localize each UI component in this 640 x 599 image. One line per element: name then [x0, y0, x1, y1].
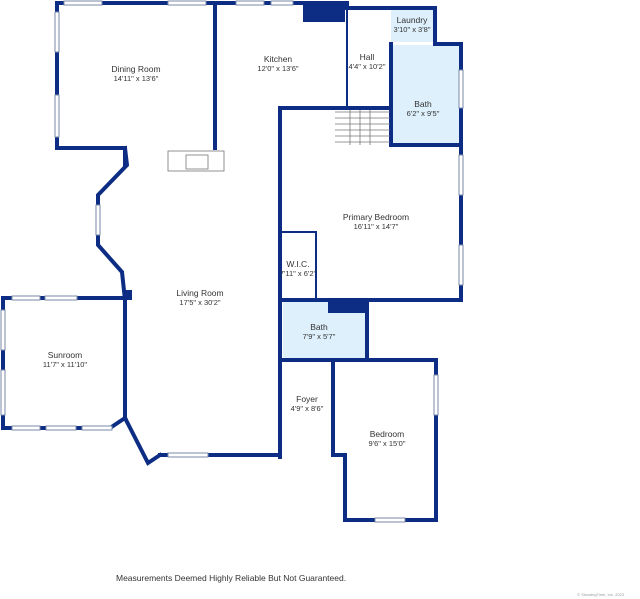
room-dims: 3'10" x 3'8" — [394, 25, 431, 34]
room-dims: 7'11" x 6'2" — [280, 269, 317, 278]
room-dims: 17'5" x 30'2" — [179, 298, 220, 307]
room-label: Kitchen — [264, 54, 293, 64]
room-label: Living Room — [176, 288, 223, 298]
room-dims: 4'4" x 10'2" — [349, 62, 386, 71]
room-dims: 7'9" x 5'7" — [303, 332, 336, 341]
laundry-fill — [391, 10, 435, 42]
room-label: Sunroom — [48, 350, 83, 360]
room-label: Hall — [360, 52, 375, 62]
copyright-text: © ShowingTime, Inc. 2023 — [577, 592, 624, 597]
fireplace — [167, 150, 225, 172]
stairs — [335, 110, 390, 145]
room-label: W.I.C. — [286, 259, 309, 269]
room-label: Bath — [414, 99, 432, 109]
room-label: Primary Bedroom — [343, 212, 409, 222]
disclaimer-text: Measurements Deemed Highly Reliable But … — [116, 573, 347, 583]
room-dims: 4'9" x 8'6" — [291, 404, 324, 413]
room-labels: Dining Room 14'11" x 13'6" Kitchen 12'0"… — [43, 15, 440, 448]
bath-upper-fill — [391, 45, 461, 145]
room-dims: 9'6" x 15'0" — [369, 439, 406, 448]
room-dims: 16'11" x 14'7" — [354, 222, 399, 231]
room-dims: 14'11" x 13'6" — [114, 74, 159, 83]
windows — [0, 0, 464, 523]
room-dims: 12'0" x 13'6" — [257, 64, 298, 73]
room-label: Laundry — [397, 15, 428, 25]
room-label: Dining Room — [111, 64, 160, 74]
room-dims: 11'7" x 11'10" — [43, 360, 88, 369]
room-label: Bath — [310, 322, 328, 332]
room-dims: 6'2" x 9'5" — [407, 109, 440, 118]
room-label: Bedroom — [370, 429, 405, 439]
room-label: Foyer — [296, 394, 318, 404]
